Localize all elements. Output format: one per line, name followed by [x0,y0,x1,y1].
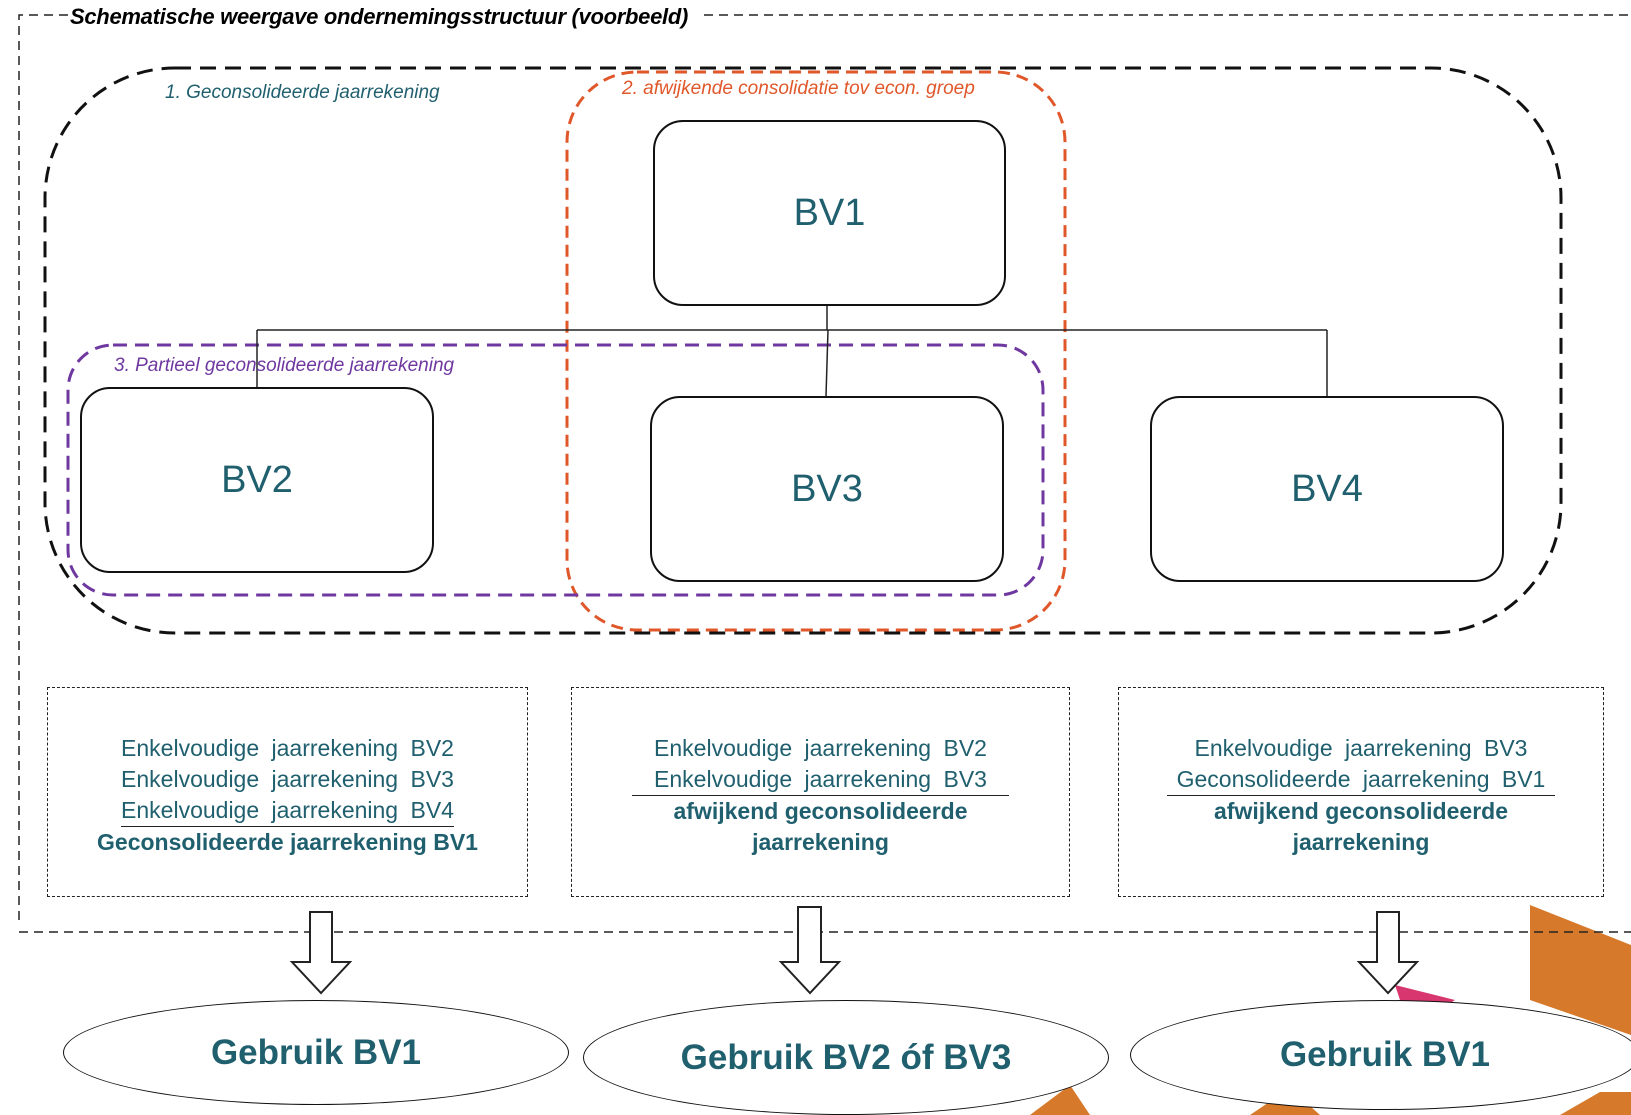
entity-bv4: BV4 [1150,396,1504,582]
partial-group-label: 3. Partieel geconsolideerde jaarrekening [114,355,455,376]
partial-group-border [66,343,1045,597]
decor-orange-shard-left [1030,1085,1090,1115]
summary-line: Enkelvoudige jaarrekening BV3 [121,766,454,792]
summary-lines: Enkelvoudige jaarrekening BV2 Enkelvoudi… [632,733,1009,796]
deviating-group-label: 2. afwijkende consolidatie tov econ. gro… [622,78,975,99]
summary-line: Enkelvoudige jaarrekening BV3 [654,766,987,792]
diagram-title: Schematische weergave ondernemingsstruct… [70,4,699,30]
summary-box-partial: Enkelvoudige jaarrekening BV3 Geconsolid… [1118,687,1604,897]
summary-line: Geconsolideerde jaarrekening BV1 [1176,766,1546,792]
summary-result: afwijkend geconsolideerde jaarrekening [673,798,968,855]
deviating-group-border [565,70,1067,632]
summary-box-consolidated: Enkelvoudige jaarrekening BV2 Enkelvoudi… [47,687,528,897]
down-arrow-icon [1356,911,1420,995]
org-connectors [256,305,1328,397]
outer-frame [18,14,1631,920]
summary-result: afwijkend geconsolideerde jaarrekening [1214,798,1508,855]
summary-result: Geconsolideerde jaarrekening BV1 [97,829,478,855]
usage-ellipse: Gebruik BV1 [63,1000,569,1105]
consolidated-group-label: 1. Geconsolideerde jaarrekening [165,82,440,103]
entity-bv2: BV2 [80,387,434,573]
decor-orange-shard-right [1560,1092,1631,1115]
entity-bv3: BV3 [650,396,1004,582]
summary-box-deviating: Enkelvoudige jaarrekening BV2 Enkelvoudi… [571,687,1070,897]
summary-line: Enkelvoudige jaarrekening BV2 [654,735,987,761]
usage-ellipse: Gebruik BV2 óf BV3 [583,1000,1109,1115]
entity-bv1: BV1 [653,120,1006,306]
summary-line: Enkelvoudige jaarrekening BV2 [121,735,454,761]
summary-line: Enkelvoudige jaarrekening BV4 [121,797,454,823]
summary-line: Enkelvoudige jaarrekening BV3 [1194,735,1528,761]
down-arrow-icon [778,906,842,995]
summary-lines: Enkelvoudige jaarrekening BV2 Enkelvoudi… [121,733,454,827]
consolidated-group-border [43,66,1563,635]
down-arrow-icon [289,911,353,995]
summary-lines: Enkelvoudige jaarrekening BV3 Geconsolid… [1166,733,1556,796]
usage-ellipse: Gebruik BV1 [1130,1000,1631,1110]
decor-orange-triangle [1530,905,1631,1035]
